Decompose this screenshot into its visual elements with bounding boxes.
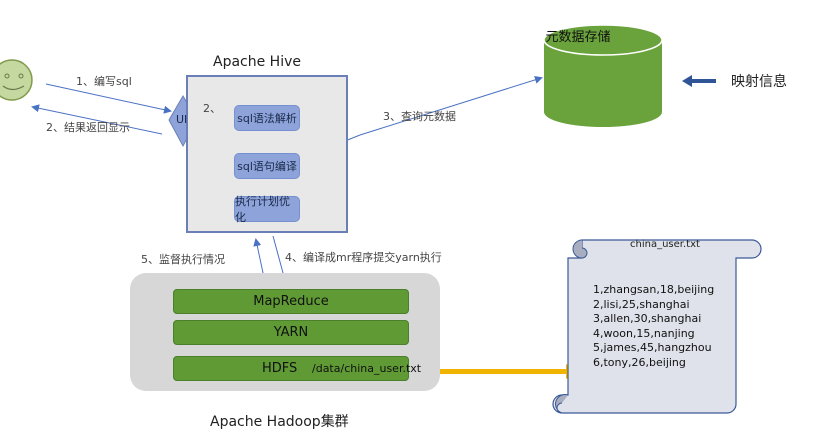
arrow-write-sql — [45, 83, 172, 114]
arrow-query-metadata — [359, 75, 543, 136]
label-step2-return: 2、结果返回显示 — [46, 121, 130, 134]
label-step2: 2、 — [203, 102, 221, 115]
file-line: 6,tony,26,beijing — [593, 355, 686, 369]
arrow-return-result — [31, 104, 163, 135]
hadoop-title: Apache Hadoop集群 — [210, 414, 349, 430]
metastore-cylinder — [543, 24, 663, 127]
file-line: 2,lisi,25,shanghai — [593, 297, 690, 311]
file-content: 1,zhangsan,18,beijing 2,lisi,25,shanghai… — [593, 283, 714, 370]
file-scroll — [552, 239, 762, 414]
label-step4: 4、编译成mr程序提交yarn执行 — [285, 251, 442, 264]
file-name: china_user.txt — [630, 239, 700, 250]
ui-label: UI — [176, 113, 188, 126]
layer-mapreduce: MapReduce — [173, 289, 409, 314]
user-smiley-icon — [0, 59, 33, 101]
hive-title: Apache Hive — [213, 54, 301, 70]
hive-step-parse: sql语法解析 — [234, 105, 300, 131]
label-step3: 3、查询元数据 — [383, 110, 456, 123]
mapping-arrow-icon — [682, 75, 716, 87]
mapping-label: 映射信息 — [731, 74, 787, 90]
hdfs-label: HDFS — [262, 361, 298, 376]
orange-arrow-icon — [432, 364, 580, 379]
layer-hdfs: HDFS — [173, 356, 409, 381]
hive-step-optimize: 执行计划优化 — [234, 195, 300, 224]
label-step5: 5、监督执行情况 — [141, 253, 225, 266]
layer-yarn: YARN — [173, 320, 409, 345]
file-line: 5,james,45,hangzhou — [593, 341, 712, 354]
hdfs-path: /data/china_user.txt — [312, 362, 422, 375]
metastore-label: 元数据存储 — [545, 30, 611, 45]
hive-step-compile: sql语句编译 — [234, 153, 300, 179]
label-step1: 1、编写sql — [76, 75, 132, 88]
file-line: 4,woon,15,nanjing — [593, 326, 695, 340]
file-line: 1,zhangsan,18,beijing — [593, 283, 715, 296]
file-line: 3,allen,30,shanghai — [593, 312, 702, 325]
